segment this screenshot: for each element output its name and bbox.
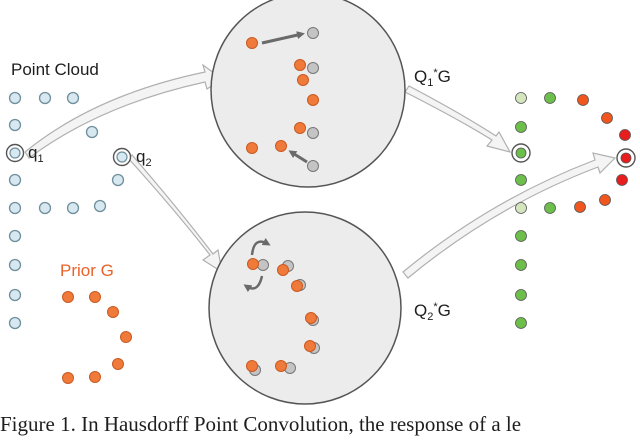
arrow-icon [288, 150, 308, 164]
response-circle-q1 [210, 0, 406, 188]
prior-point [107, 306, 119, 318]
prior-g-points [62, 291, 132, 384]
circle2-contents [243, 238, 320, 376]
cloud-point [111, 173, 125, 187]
prior-point [62, 291, 74, 303]
rotate-icon [243, 238, 271, 293]
point-cloud [8, 91, 125, 330]
q2g-label: Q2*G [414, 301, 451, 323]
circle1-contents [246, 27, 319, 172]
query-point-q2 [112, 147, 132, 167]
flow-arrow-circle2-to-output [402, 152, 617, 279]
cloud-point [38, 91, 52, 105]
cloud-point [66, 201, 80, 215]
point-cloud-label: Point Cloud [11, 60, 99, 79]
flow-arrows [24, 63, 617, 279]
cloud-point [38, 201, 52, 215]
arrow-icon [261, 31, 305, 45]
cloud-point [8, 316, 22, 330]
cloud-point [8, 288, 22, 302]
output-query-q1 [511, 143, 531, 163]
prior-point [112, 358, 124, 370]
cloud-point [8, 201, 22, 215]
q2-label: q2 [136, 147, 152, 169]
prior-point [62, 372, 74, 384]
cloud-point [8, 173, 22, 187]
query-point-q1 [5, 143, 25, 163]
cloud-point [8, 258, 22, 272]
flow-arrow-circle1-to-output [404, 85, 512, 153]
cloud-point [85, 125, 99, 139]
flow-arrow-q2-to-circle2 [127, 154, 223, 274]
prior-g-label: Prior G [60, 261, 114, 280]
cloud-point [8, 118, 22, 132]
response-circle-q2 [208, 211, 402, 405]
output-points [515, 92, 631, 329]
prior-point [120, 331, 132, 343]
q1g-label: Q1*G [414, 67, 451, 89]
cloud-point [66, 91, 80, 105]
cloud-point [93, 199, 107, 213]
prior-point [89, 371, 101, 383]
prior-point [89, 291, 101, 303]
cloud-point [8, 229, 22, 243]
figure-caption: Figure 1. In Hausdorff Point Convolution… [0, 412, 522, 436]
q1-label: q1 [28, 143, 44, 165]
output-query-q2 [616, 148, 636, 168]
cloud-point [8, 91, 22, 105]
